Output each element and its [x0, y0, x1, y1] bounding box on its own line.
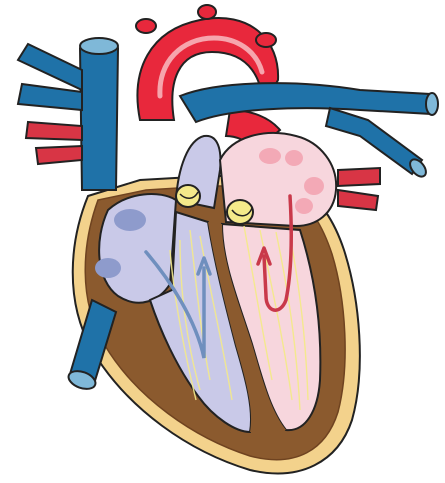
left-atrium-opening-3	[304, 177, 324, 195]
aorta-branch-2	[198, 5, 216, 19]
pulmonary-vein-right-upper	[180, 83, 432, 122]
pulmonary-vein-right-upper-opening	[426, 93, 438, 115]
pulmonary-artery-right-upper	[338, 168, 380, 186]
pulmonary-valve	[176, 185, 200, 207]
left-atrium-opening-2	[285, 150, 303, 166]
superior-vena-cava	[80, 41, 118, 191]
right-atrium-vein-opening-lower	[95, 258, 121, 278]
left-atrium-opening-1	[259, 148, 281, 164]
right-atrium-vein-opening-upper	[114, 209, 146, 231]
left-atrium-opening-4	[295, 198, 313, 214]
aorta-branch-1	[136, 19, 156, 33]
superior-vena-cava-opening	[80, 38, 118, 54]
pulmonary-artery-left-lower	[36, 146, 82, 164]
pulmonary-vein-left-upper	[18, 44, 82, 90]
aorta-branch-3	[256, 33, 276, 47]
pulmonary-vein-right-lower	[326, 108, 422, 174]
pulmonary-artery-right-lower	[338, 190, 378, 210]
pulmonary-artery-left-upper	[26, 122, 82, 140]
pulmonary-vein-left-lower	[18, 84, 82, 110]
